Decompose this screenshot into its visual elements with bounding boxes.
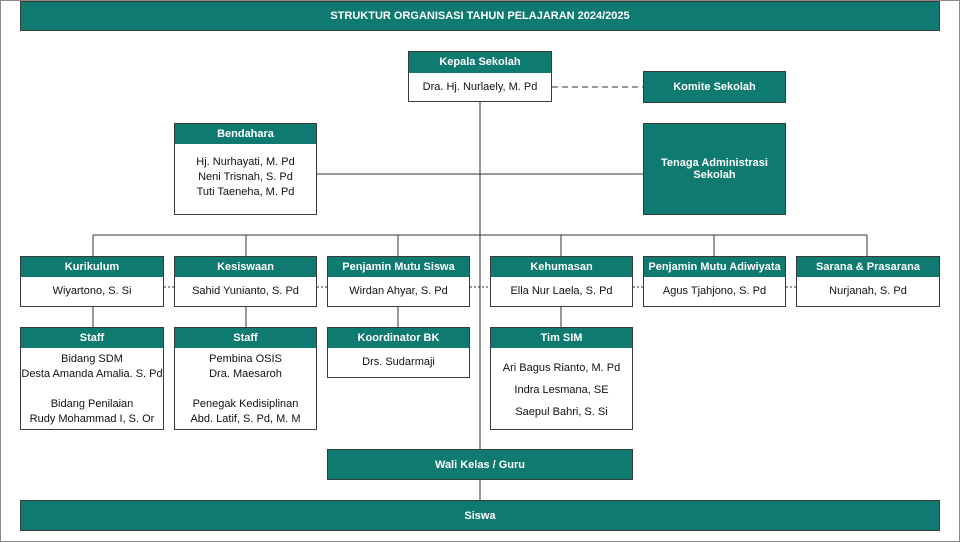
unit-penjamin-mutu-siswa-box: Penjamin Mutu Siswa Wirdan Ahyar, S. Pd	[327, 256, 470, 307]
unit-title: Penjamin Mutu Siswa	[328, 257, 469, 277]
staff-kesiswaan-box: Staff Pembina OSIS Dra. Maesaroh Penegak…	[174, 327, 317, 430]
page-title: STRUKTUR ORGANISASI TAHUN PELAJARAN 2024…	[20, 1, 940, 31]
unit-title: Kesiswaan	[175, 257, 316, 277]
unit-name: Nurjanah, S. Pd	[829, 285, 907, 297]
bendahara-box: Bendahara Hj. Nurhayati, M. Pd Neni Tris…	[174, 123, 317, 215]
unit-title: Kehumasan	[491, 257, 632, 277]
unit-kesiswaan-box: Kesiswaan Sahid Yunianto, S. Pd	[174, 256, 317, 307]
siswa-title: Siswa	[464, 509, 496, 522]
tim-sim-name: Ari Bagus Rianto, M. Pd	[502, 362, 621, 374]
unit-kehumasan-box: Kehumasan Ella Nur Laela, S. Pd	[490, 256, 633, 307]
wali-kelas-guru-box: Wali Kelas / Guru	[327, 449, 633, 480]
unit-title: Sarana & Prasarana	[797, 257, 939, 277]
tim-sim-title: Tim SIM	[491, 328, 632, 348]
staff-line: Dra. Maesaroh	[209, 368, 282, 380]
unit-kurikulum-box: Kurikulum Wiyartono, S. Si	[20, 256, 164, 307]
unit-penjamin-mutu-adiwiyata-box: Penjamin Mutu Adiwiyata Agus Tjahjono, S…	[643, 256, 786, 307]
koordinator-bk-box: Koordinator BK Drs. Sudarmaji	[327, 327, 470, 378]
staff-kurikulum-box: Staff Bidang SDM Desta Amanda Amalia. S.…	[20, 327, 164, 430]
tim-sim-box: Tim SIM Ari Bagus Rianto, M. Pd Indra Le…	[490, 327, 633, 430]
tenaga-administrasi-box: Tenaga Administrasi Sekolah	[643, 123, 786, 215]
staff-line: Penegak Kedisiplinan	[192, 398, 299, 410]
koordinator-bk-title: Koordinator BK	[328, 328, 469, 348]
tim-sim-name: Indra Lesmana, SE	[514, 384, 609, 396]
bendahara-name: Tuti Taeneha, M. Pd	[196, 186, 295, 198]
page-title-text: STRUKTUR ORGANISASI TAHUN PELAJARAN 2024…	[330, 10, 630, 22]
staff-line: Bidang SDM	[61, 353, 123, 365]
komite-sekolah-box: Komite Sekolah	[643, 71, 786, 103]
staff-title: Staff	[175, 328, 316, 348]
staff-line: Rudy Mohammad I, S. Or	[29, 413, 155, 425]
tenaga-administrasi-title: Tenaga Administrasi Sekolah	[661, 157, 768, 181]
bendahara-title: Bendahara	[175, 124, 316, 144]
staff-line: Pembina OSIS	[209, 353, 282, 365]
kepala-sekolah-name: Dra. Hj. Nurlaely, M. Pd	[422, 81, 538, 93]
staff-line: Bidang Penilaian	[50, 398, 134, 410]
staff-line	[175, 382, 316, 397]
staff-title: Staff	[21, 328, 163, 348]
wali-kelas-guru-title: Wali Kelas / Guru	[434, 458, 526, 471]
staff-line: Abd. Latif, S. Pd, M. M	[190, 413, 301, 425]
bendahara-name: Neni Trisnah, S. Pd	[198, 171, 293, 183]
koordinator-bk-name: Drs. Sudarmaji	[362, 356, 435, 368]
staff-line: Desta Amanda Amalia. S. Pd	[21, 368, 163, 380]
staff-line	[21, 382, 163, 397]
unit-name: Agus Tjahjono, S. Pd	[662, 285, 767, 297]
unit-sarana-prasarana-box: Sarana & Prasarana Nurjanah, S. Pd	[796, 256, 940, 307]
siswa-box: Siswa	[20, 500, 940, 531]
kepala-sekolah-title: Kepala Sekolah	[409, 52, 551, 73]
unit-title: Penjamin Mutu Adiwiyata	[644, 257, 785, 277]
unit-title: Kurikulum	[21, 257, 163, 277]
unit-name: Sahid Yunianto, S. Pd	[192, 285, 299, 297]
bendahara-name: Hj. Nurhayati, M. Pd	[196, 156, 295, 168]
kepala-sekolah-box: Kepala Sekolah Dra. Hj. Nurlaely, M. Pd	[408, 51, 552, 102]
komite-sekolah-title: Komite Sekolah	[673, 81, 756, 93]
unit-name: Wiyartono, S. Si	[52, 285, 132, 297]
tim-sim-name: Saepul Bahri, S. Si	[515, 406, 608, 418]
unit-name: Wirdan Ahyar, S. Pd	[349, 285, 448, 297]
unit-name: Ella Nur Laela, S. Pd	[510, 285, 613, 297]
